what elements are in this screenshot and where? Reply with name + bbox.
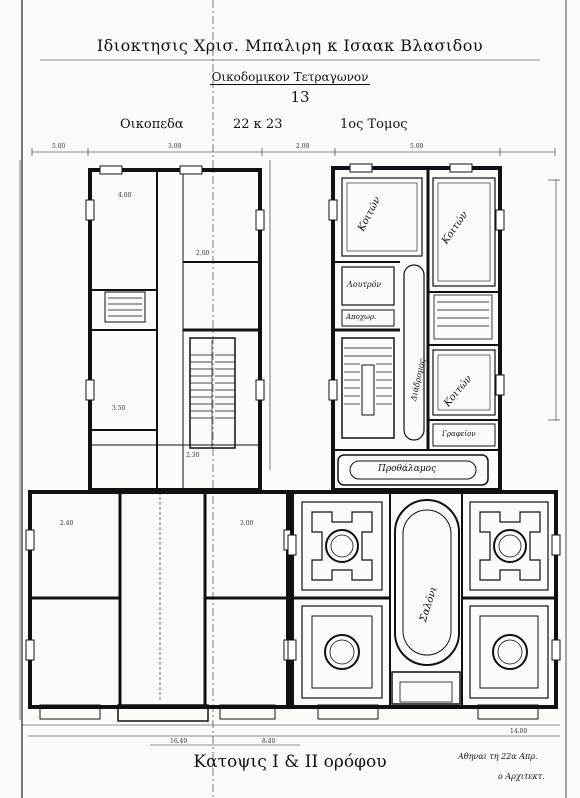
dimension-label: 8.40 bbox=[262, 738, 276, 745]
dimension-label: 5.00 bbox=[410, 143, 424, 150]
room-label-office: Γραφείον bbox=[442, 430, 476, 438]
dimension-label: 4.00 bbox=[118, 192, 132, 199]
block-number: 13 bbox=[290, 88, 310, 106]
dimension-label: 2.00 bbox=[196, 250, 210, 257]
dimension-lines bbox=[19, 0, 560, 798]
dimension-label: 3.50 bbox=[112, 405, 126, 412]
coffered-ceilings bbox=[301, 501, 549, 699]
signature-note-date: Αθηναι τη 22α Απρ. bbox=[458, 752, 538, 761]
dimension-label: 16.40 bbox=[170, 738, 188, 745]
dimension-label: 2.30 bbox=[186, 452, 200, 459]
plot-numbers: 22 κ 23 bbox=[233, 117, 283, 132]
right-window-marks bbox=[287, 163, 561, 661]
dimension-label: 3.00 bbox=[240, 520, 254, 527]
left-window-marks bbox=[25, 165, 293, 661]
salon-oval bbox=[394, 499, 460, 666]
dimension-label: 14.00 bbox=[510, 728, 528, 735]
signature-note-architect: ο Αρχιτεκτ. bbox=[498, 772, 545, 781]
right-plan-walls bbox=[331, 166, 502, 492]
right-lower-walls bbox=[290, 490, 558, 720]
sheet-frame bbox=[21, 0, 567, 798]
dimension-label: 5.00 bbox=[52, 143, 66, 150]
room-label-wc: Αποχωρ. bbox=[346, 313, 377, 321]
floor-title: Κατοψις Ι & ΙΙ ορόφου bbox=[193, 752, 387, 772]
drawing-title: Ιδιοκτησις Χρισ. Μπαλιρη κ Ισαακ Βλασιδο… bbox=[96, 36, 484, 55]
drawing-subtitle: Οικοδομικον Τετραγωνον bbox=[0, 70, 580, 85]
dimension-label: 2.00 bbox=[296, 143, 310, 150]
left-stair-treads bbox=[108, 297, 235, 448]
plot-label: Οικοπεδα bbox=[120, 117, 184, 132]
volume-label: 1ος Τομος bbox=[340, 117, 408, 132]
room-label-hall: Προθάλαμος bbox=[378, 464, 437, 474]
dimension-label: 3.00 bbox=[168, 143, 182, 150]
left-plan-walls bbox=[88, 168, 262, 492]
left-lower-walls bbox=[28, 490, 290, 722]
dimension-label: 2.40 bbox=[60, 520, 74, 527]
right-stair-treads bbox=[344, 301, 489, 405]
room-label-bath: Λουτρόν bbox=[347, 280, 382, 289]
subtitle-text: Οικοδομικον Τετραγωνον bbox=[209, 70, 371, 85]
